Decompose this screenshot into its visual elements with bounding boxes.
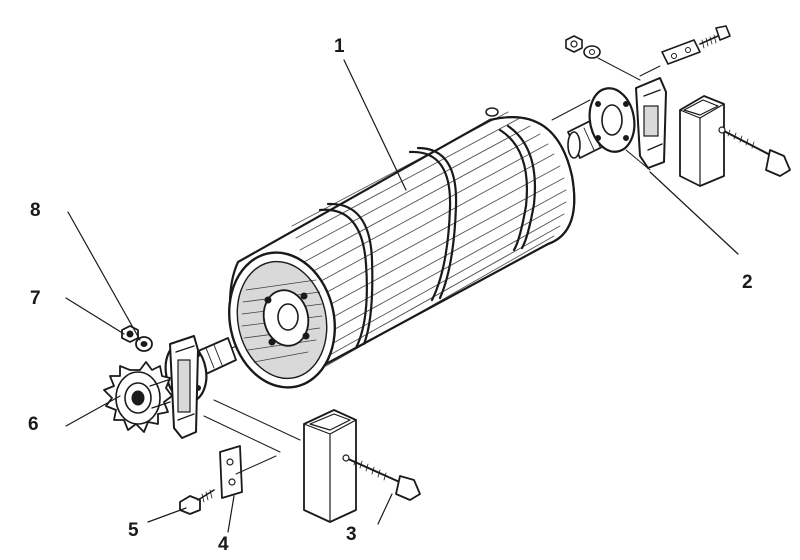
washer-part-8 <box>135 336 153 352</box>
right-mounting-bolt <box>718 126 791 177</box>
screw-part-5 <box>179 489 215 515</box>
bolt-part-3 <box>342 454 421 501</box>
leader-7 <box>65 297 125 335</box>
leader-2 <box>649 171 739 255</box>
assembly-guide-lines <box>203 149 651 475</box>
drum-cylinder <box>228 107 576 389</box>
plate-part-4 <box>219 445 243 499</box>
label-7: 7 <box>30 288 41 309</box>
label-8: 8 <box>30 200 41 221</box>
leader-5 <box>147 507 187 523</box>
leader-lines <box>65 59 739 533</box>
leader-8 <box>67 211 141 341</box>
callout-labels: 1 2 3 4 5 6 7 8 <box>28 36 753 555</box>
leader-3 <box>377 493 393 525</box>
right-top-fasteners <box>565 25 731 81</box>
label-1: 1 <box>334 36 345 57</box>
sprocket <box>103 361 173 433</box>
right-bearing-assembly <box>565 25 791 187</box>
left-post <box>303 409 357 523</box>
leader-1 <box>343 59 407 191</box>
label-3: 3 <box>346 524 357 545</box>
label-2: 2 <box>742 272 753 293</box>
leader-6 <box>65 395 121 427</box>
label-5: 5 <box>128 520 139 541</box>
leader-4 <box>227 495 235 533</box>
label-4: 4 <box>218 534 229 555</box>
left-bearing-assembly <box>164 335 237 439</box>
label-6: 6 <box>28 414 39 435</box>
